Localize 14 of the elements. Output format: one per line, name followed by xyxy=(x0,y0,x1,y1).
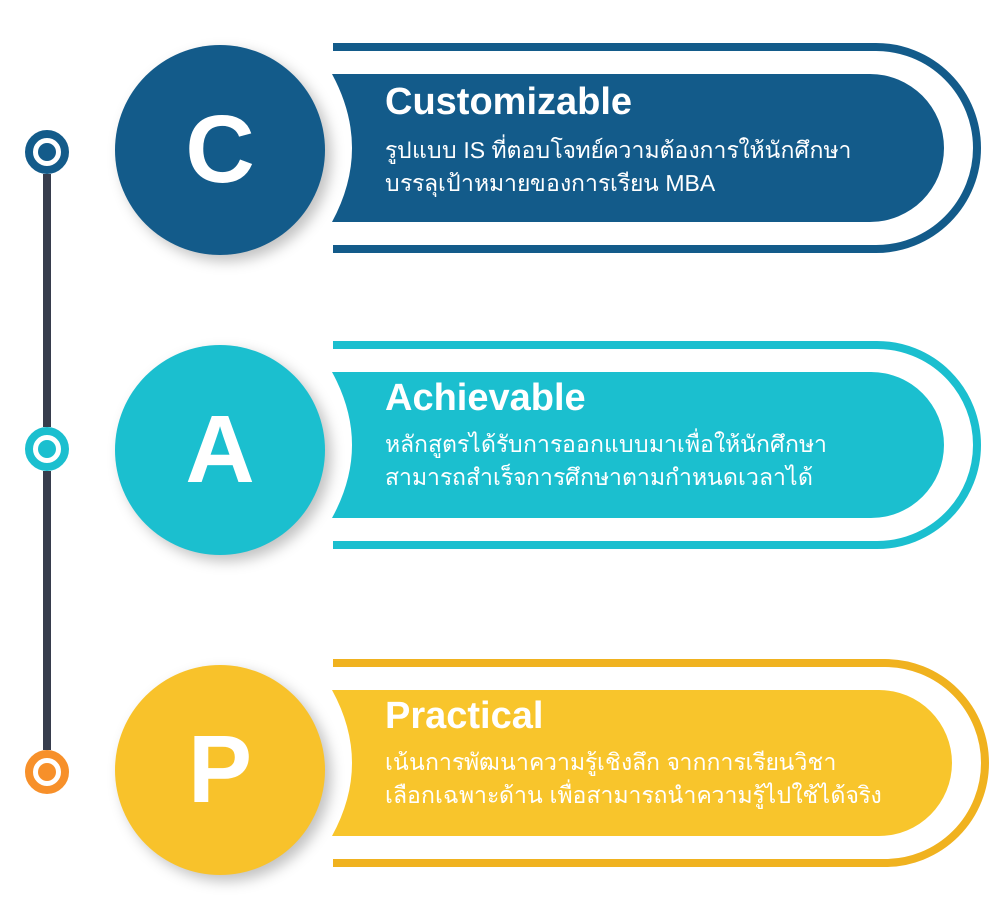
card-description: เน้นการพัฒนาความรู้เชิงลึก จากการเรียนวิชาเลือกเฉพาะด้าน เพื่อสามารถนำความรู้ไปใช้ได้จริง xyxy=(385,748,882,811)
card-title: Customizable xyxy=(385,82,632,124)
card-title: Achievable xyxy=(385,378,586,420)
timeline-dot xyxy=(25,427,69,471)
timeline-line xyxy=(43,471,51,750)
letter-text: A xyxy=(185,402,255,498)
card-description: หลักสูตรได้รับการออกแบบมาเพื่อให้นักศึกษาสามารถสำเร็จการศึกษาตามกำหนดเวลาได้ xyxy=(385,428,885,495)
timeline-dot xyxy=(25,130,69,174)
card-description: รูปแบบ IS ที่ตอบโจทย์ความต้องการให้นักศึกษาบรรลุเป้าหมายของการเรียน MBA xyxy=(385,134,885,201)
card-title: Practical xyxy=(385,696,544,738)
letter-text: C xyxy=(185,102,255,198)
letter-text: P xyxy=(188,722,252,818)
timeline-line xyxy=(43,174,51,427)
timeline-dot xyxy=(25,750,69,794)
